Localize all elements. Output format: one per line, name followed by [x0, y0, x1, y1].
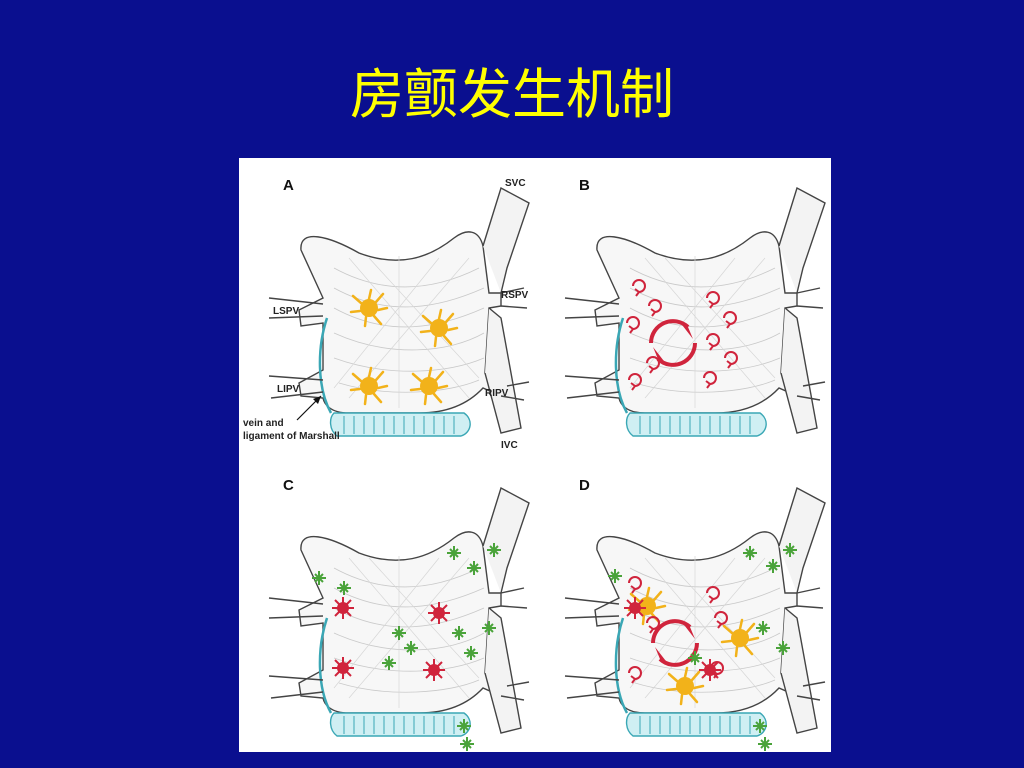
focal-burst-icon: [624, 597, 646, 619]
label-marshall-line2: ligament of Marshall: [243, 431, 340, 442]
panel-c: C: [269, 477, 529, 751]
label-rspv: RSPV: [501, 290, 529, 301]
slide-title: 房颤发生机制: [0, 60, 1024, 130]
focal-burst-icon: [332, 597, 354, 619]
panel-d: D: [565, 477, 825, 751]
label-ripv: RIPV: [485, 388, 509, 399]
panel-a: A SVC RSPV LSPV LIPV RIPV IVC vein and l…: [243, 177, 529, 451]
focal-burst-icon: [428, 602, 450, 624]
panel-letter-a: A: [283, 177, 294, 194]
site-star-icon: [758, 737, 772, 751]
focal-burst-icon: [699, 659, 721, 681]
panel-letter-b: B: [579, 177, 590, 194]
panel-b: B: [565, 177, 825, 436]
label-marshall-line1: vein and: [243, 418, 284, 429]
panel-letter-c: C: [283, 477, 294, 494]
label-lipv: LIPV: [277, 384, 300, 395]
label-lspv: LSPV: [273, 306, 299, 317]
focal-burst-icon: [423, 659, 445, 681]
label-ivc: IVC: [501, 440, 518, 451]
label-svc: SVC: [505, 178, 526, 189]
site-star-icon: [460, 737, 474, 751]
figure-svg: A SVC RSPV LSPV LIPV RIPV IVC vein and l…: [239, 158, 831, 752]
atrial-mechanism-figure: A SVC RSPV LSPV LIPV RIPV IVC vein and l…: [239, 158, 831, 752]
panel-letter-d: D: [579, 477, 590, 494]
focal-burst-icon: [332, 657, 354, 679]
